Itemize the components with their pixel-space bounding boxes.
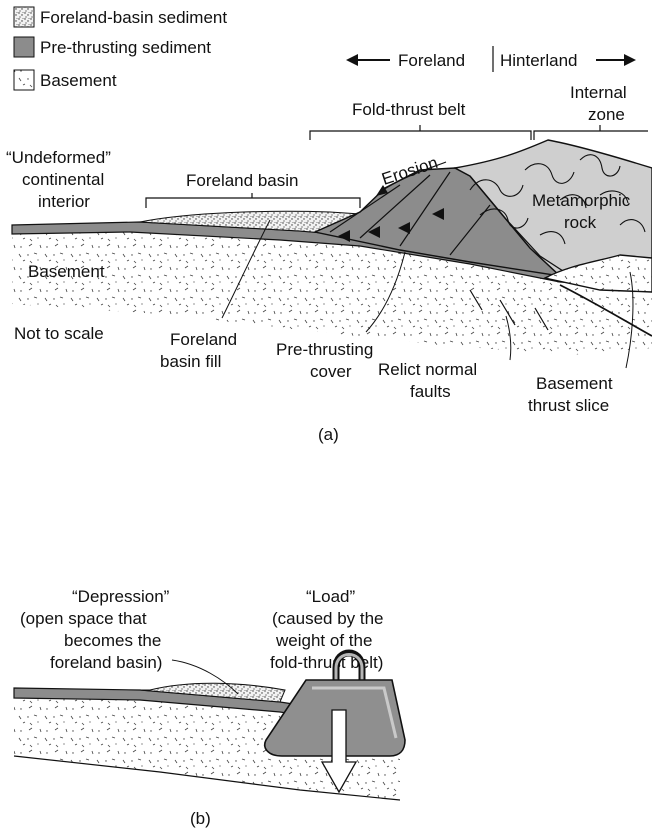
metamorphic-label-line2: rock <box>564 213 597 232</box>
load-label-line2: (caused by the <box>272 609 384 628</box>
depression-label-line4: foreland basin) <box>50 653 162 672</box>
foreland-fill-label-line1: Foreland <box>170 330 237 349</box>
undeformed-label-line3: interior <box>38 192 90 211</box>
legend: Foreland-basin sediment Pre-thrusting se… <box>14 7 227 90</box>
depression-label-line1: “Depression” <box>72 587 170 606</box>
load-label-line4: fold-thrust belt) <box>270 653 383 672</box>
pre-thrusting-cover-label-line1: Pre-thrusting <box>276 340 373 359</box>
caption-b: (b) <box>190 809 211 828</box>
internal-zone-label-line2: zone <box>588 105 625 124</box>
hinterland-arrowhead-icon <box>624 54 636 66</box>
load-label-line1: “Load” <box>306 587 355 606</box>
depression-label-line2: (open space that <box>20 609 147 628</box>
depression-label-line3: becomes the <box>64 631 161 650</box>
foreland-arrowhead-icon <box>346 54 358 66</box>
relict-label-line1: Relict normal <box>378 360 477 379</box>
load-label-line3: weight of the <box>275 631 372 650</box>
fold-thrust-belt-bracket <box>310 125 531 140</box>
legend-label-pre-thrusting: Pre-thrusting sediment <box>40 38 211 57</box>
legend-swatch-pre-thrusting <box>14 37 34 57</box>
internal-zone-label-line1: Internal <box>570 83 627 102</box>
cross-section-a <box>12 140 652 355</box>
undeformed-label-line2: continental <box>22 170 104 189</box>
basement-slice-label-line2: thrust slice <box>528 396 609 415</box>
legend-label-basement: Basement <box>40 71 117 90</box>
foreland-hinterland-indicator: Foreland Hinterland <box>346 46 636 72</box>
legend-swatch-basement <box>14 70 34 90</box>
panel-a: Foreland Hinterland Fold-thrust belt Int… <box>6 46 652 444</box>
metamorphic-label-line1: Metamorphic <box>532 191 631 210</box>
relict-label-line2: faults <box>410 382 451 401</box>
basement-slice-label-line1: Basement <box>536 374 613 393</box>
fold-thrust-belt-label: Fold-thrust belt <box>352 100 466 119</box>
pre-thrusting-cover-label-line2: cover <box>310 362 352 381</box>
caption-a: (a) <box>318 425 339 444</box>
internal-zone-bracket <box>534 125 648 140</box>
foreland-label: Foreland <box>398 51 465 70</box>
foreland-basin-bracket <box>146 193 360 208</box>
basement-label-a: Basement <box>28 262 105 281</box>
legend-label-foreland-sediment: Foreland-basin sediment <box>40 8 227 27</box>
foreland-basin-label: Foreland basin <box>186 171 298 190</box>
not-to-scale-label: Not to scale <box>14 324 104 343</box>
legend-swatch-foreland-sediment <box>14 7 34 27</box>
hinterland-label: Hinterland <box>500 51 578 70</box>
panel-b: “Depression” (open space that becomes th… <box>14 587 405 828</box>
foreland-fill-label-line2: basin fill <box>160 352 221 371</box>
undeformed-label-line1: “Undeformed” <box>6 148 111 167</box>
